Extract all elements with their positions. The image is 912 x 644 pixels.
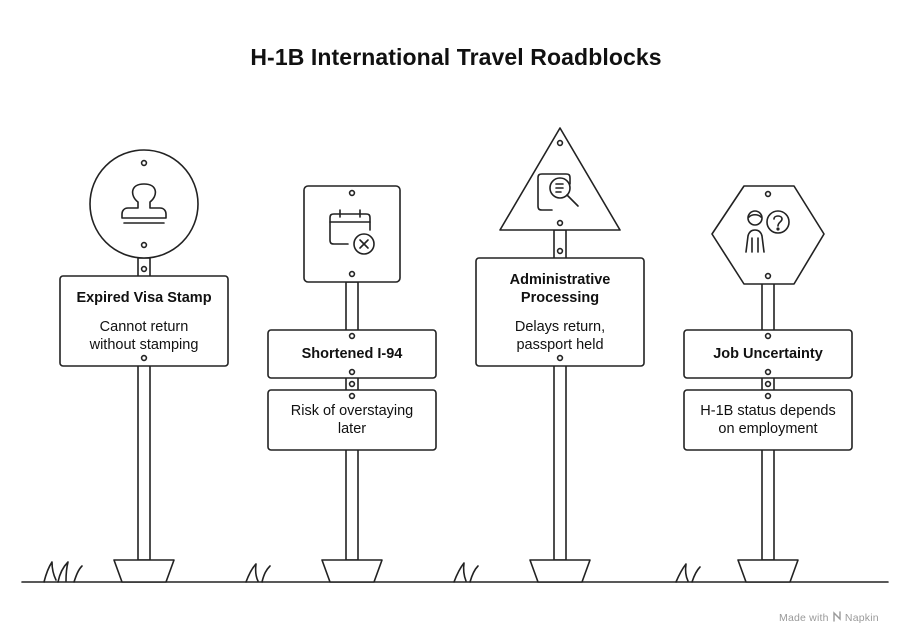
watermark-prefix: Made with bbox=[779, 612, 829, 624]
sign-expired-visa-stamp bbox=[59, 149, 229, 583]
sign-3-heading-line: Administrative bbox=[509, 271, 611, 288]
sign-1-body-line: Cannot return bbox=[99, 318, 189, 335]
sign-2-body-line: later bbox=[337, 421, 367, 437]
sign-4-heading: Job Uncertainty bbox=[713, 346, 823, 362]
diagram-title: H-1B International Travel Roadblocks bbox=[250, 44, 662, 70]
sign-3-body-line: passport held bbox=[516, 336, 604, 353]
sign-1-heading: Expired Visa Stamp bbox=[76, 289, 212, 306]
grass-tuft bbox=[453, 562, 479, 583]
sign-3-label-plate: Administrative Processing Delays return,… bbox=[476, 258, 644, 366]
stamp-icon bbox=[121, 183, 167, 224]
sign-4-heading-plate: Job Uncertainty bbox=[684, 330, 852, 378]
sign-hexagon bbox=[711, 185, 825, 285]
sign-2-heading-plate: Shortened I-94 bbox=[268, 330, 436, 378]
sign-plate bbox=[683, 329, 853, 379]
watermark: Made with Napkin bbox=[779, 611, 879, 624]
sign-3-body-line: Delays return, bbox=[514, 318, 606, 335]
sign-shortened-i94 bbox=[267, 185, 437, 583]
person-question-icon bbox=[745, 210, 790, 253]
napkin-logo-icon bbox=[833, 611, 841, 622]
document-search-icon bbox=[537, 173, 579, 211]
sign-3-heading-line: Processing bbox=[520, 289, 600, 306]
sign-2-body-plate: Risk of overstaying later bbox=[268, 390, 436, 450]
sign-administrative-processing bbox=[475, 127, 645, 583]
sign-plate bbox=[267, 389, 437, 451]
sign-base bbox=[529, 559, 591, 583]
grass-tuft bbox=[675, 563, 701, 583]
sign-2-heading: Shortened I-94 bbox=[301, 346, 403, 362]
sign-plate bbox=[475, 257, 645, 367]
sign-1-label-plate: Expired Visa Stamp Cannot return without… bbox=[60, 276, 228, 366]
sign-4-body-plate: H-1B status depends on employment bbox=[684, 390, 852, 450]
sign-square bbox=[303, 185, 401, 283]
sign-base bbox=[321, 559, 383, 583]
sign-base bbox=[113, 559, 175, 583]
sign-base bbox=[737, 559, 799, 583]
sign-4-body-line: on employment bbox=[718, 421, 818, 437]
watermark-brand: Napkin bbox=[844, 612, 879, 624]
sign-2-body-line: Risk of overstaying bbox=[290, 403, 414, 419]
sign-job-uncertainty bbox=[683, 185, 853, 583]
calendar-x-icon bbox=[329, 209, 375, 255]
sign-plate bbox=[267, 329, 437, 379]
sign-plate bbox=[683, 389, 853, 451]
grass-tuft bbox=[245, 563, 271, 583]
grass-tuft bbox=[43, 561, 83, 583]
sign-1-body-line: without stamping bbox=[89, 336, 199, 353]
sign-4-body-line: H-1B status depends bbox=[700, 403, 836, 419]
sign-plate bbox=[59, 275, 229, 367]
